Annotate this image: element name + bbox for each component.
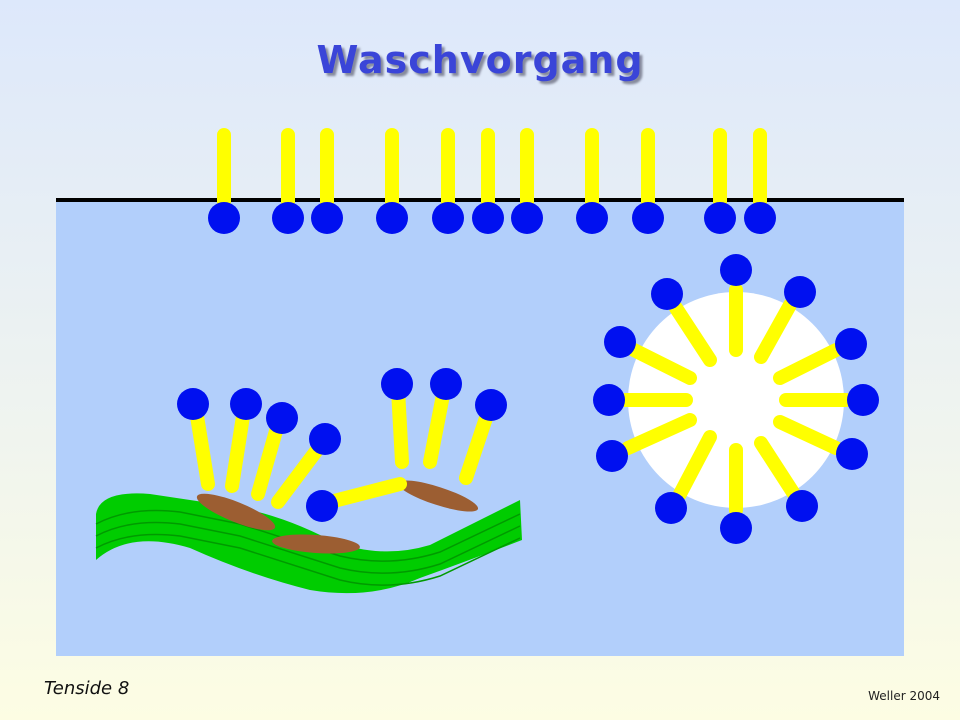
surfactant-molecule: [511, 128, 543, 234]
surfactant-molecule: [593, 384, 693, 416]
surfactant-molecule: [754, 276, 816, 364]
surfactant-molecule: [754, 436, 818, 522]
surfactant-molecule: [651, 278, 717, 367]
dirt-particle: [397, 480, 479, 512]
surfactant-molecule: [271, 423, 341, 509]
surfactant-molecule: [311, 128, 343, 234]
surfactant-molecule: [381, 368, 413, 469]
surfactant-molecule: [272, 128, 304, 234]
surfactant-molecule: [744, 128, 776, 234]
surfactant-molecule: [773, 328, 867, 385]
dirt-particle: [272, 534, 360, 554]
dirt-particle: [196, 493, 276, 531]
surfactant-molecule: [779, 384, 879, 416]
surfactant-molecule: [596, 413, 697, 472]
surfactant-molecule: [472, 128, 504, 234]
surfactant-molecule: [225, 388, 262, 493]
surfactant-molecule: [632, 128, 664, 234]
surfactant-molecule: [251, 402, 298, 501]
surfactant-molecule: [177, 388, 215, 491]
surfactant-molecule: [604, 326, 697, 385]
surface-surfactants: [208, 128, 776, 234]
surfactant-molecule: [773, 415, 868, 470]
surfactant-molecule: [432, 128, 464, 234]
surfactant-molecule: [704, 128, 736, 234]
surfactant-molecule: [423, 368, 462, 469]
surfactant-molecule: [720, 443, 752, 544]
surfactant-molecule: [376, 128, 408, 234]
surfactant-molecule: [720, 254, 752, 357]
slide-title: Waschvorgang: [316, 38, 644, 82]
micelle-core: [628, 292, 844, 508]
slide-label: Tenside 8: [44, 678, 130, 699]
surfactant-molecule: [208, 128, 240, 234]
surfactant-molecule: [459, 389, 507, 485]
dirt-surfactants: [177, 368, 507, 522]
surfactant-molecule: [306, 477, 407, 522]
author-credit: Weller 2004: [868, 689, 940, 703]
surfactant-molecule: [576, 128, 608, 234]
micelle: [593, 254, 879, 544]
surfactant-molecule: [655, 430, 717, 524]
